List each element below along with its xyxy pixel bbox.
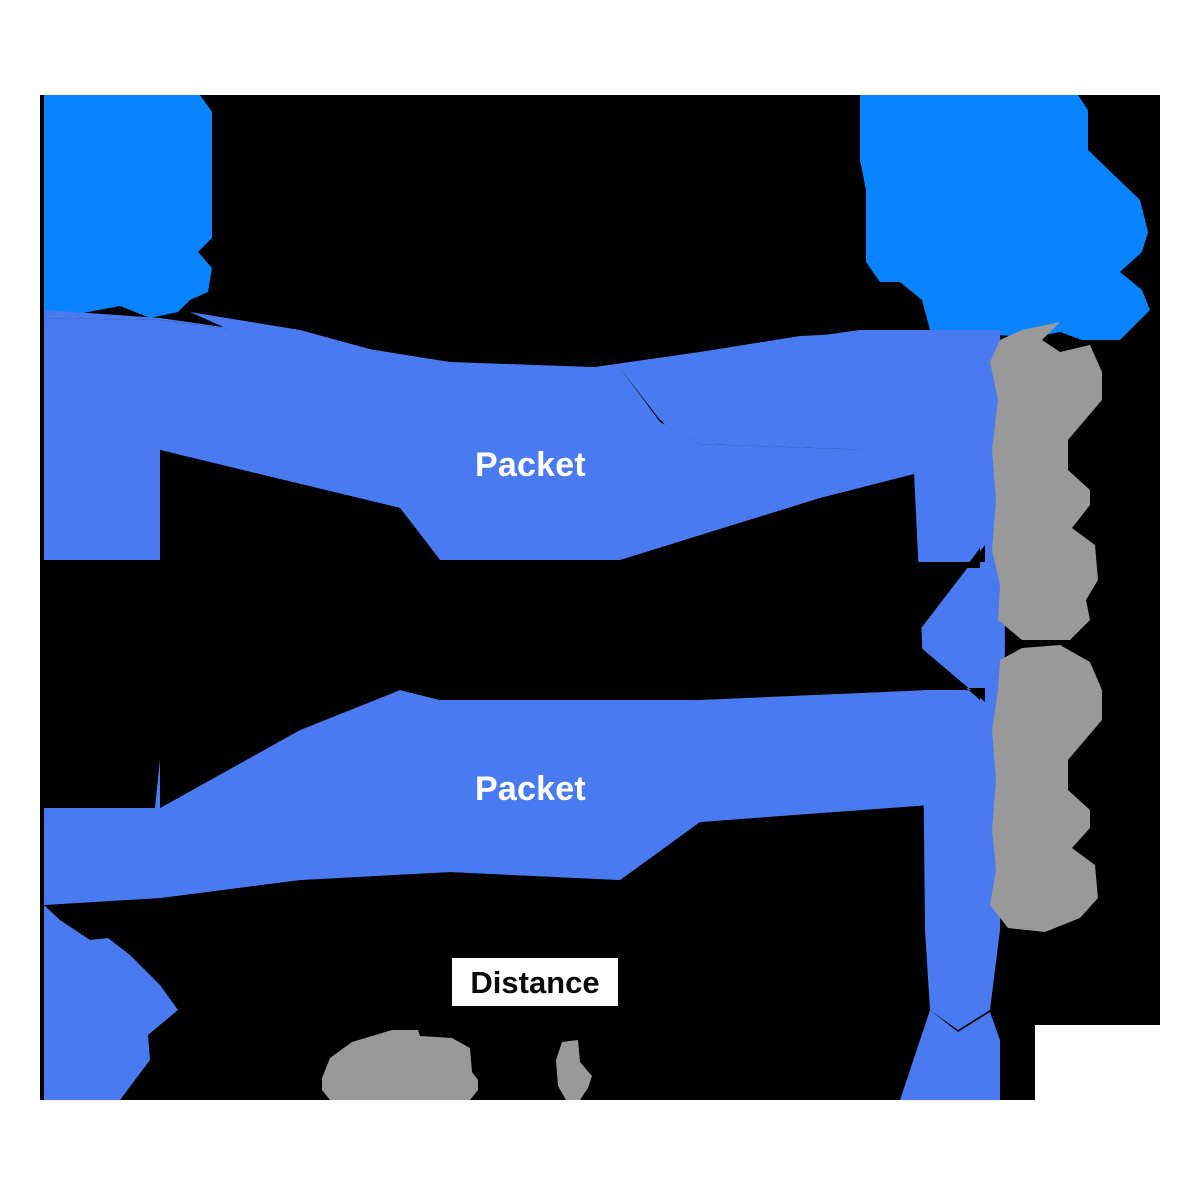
queue-blob-upper-shape bbox=[990, 322, 1102, 640]
ground-blob-left-shape bbox=[322, 1030, 478, 1100]
left-notch-shape bbox=[160, 450, 620, 808]
queue-blob-upper bbox=[990, 322, 1102, 640]
packet-label-top: Packet bbox=[475, 446, 586, 484]
receiver-node-shape[interactable] bbox=[860, 95, 1150, 340]
sender-node-shape[interactable] bbox=[44, 95, 212, 318]
ground-blobs bbox=[322, 1030, 592, 1100]
queue-blob-lower bbox=[990, 645, 1102, 932]
right-leg bbox=[900, 1010, 1000, 1100]
transmission-arrow-head bbox=[630, 545, 985, 702]
packet-label-bottom: Packet bbox=[475, 770, 586, 808]
ground-blob-right-shape bbox=[556, 1040, 592, 1100]
sender-node[interactable] bbox=[44, 95, 212, 318]
packet-path-top-body[interactable] bbox=[44, 310, 930, 452]
right-leg-shape bbox=[900, 1010, 1000, 1100]
receiver-node[interactable] bbox=[860, 95, 1150, 340]
left-leg-shape bbox=[44, 905, 178, 1100]
left-notch bbox=[160, 450, 620, 808]
distance-label: Distance bbox=[452, 958, 618, 1006]
queue-blob-lower-shape bbox=[990, 645, 1102, 932]
left-leg bbox=[44, 905, 178, 1100]
